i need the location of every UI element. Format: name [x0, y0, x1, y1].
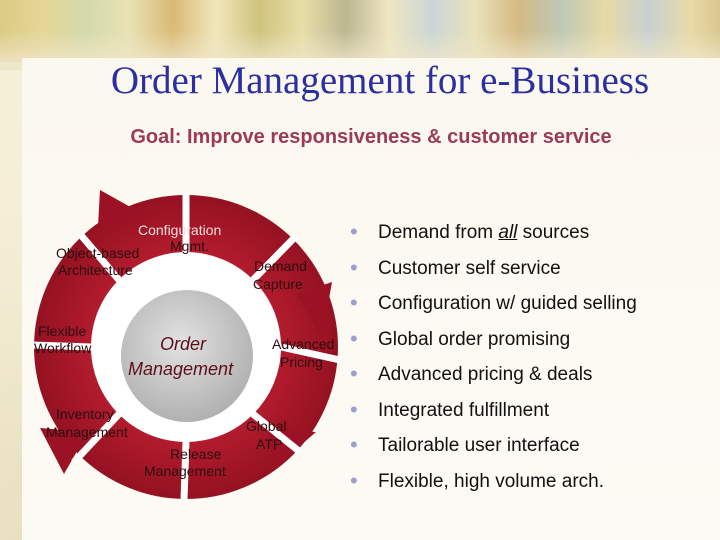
- label-release-1: Release: [170, 446, 222, 462]
- label-inventory-1: Inventory: [56, 406, 114, 422]
- label-release-2: Management: [144, 463, 226, 479]
- bullet-item: • Customer self service: [350, 254, 720, 294]
- label-global-atp-1: Global: [246, 418, 287, 434]
- slide-title: Order Management for e-Business: [110, 59, 650, 102]
- label-demand-capture-2: Capture: [253, 276, 303, 292]
- bullet-text: Global order promising: [378, 328, 571, 350]
- bullet-dot: •: [350, 325, 358, 351]
- label-object-based-1: Object-based: [56, 245, 140, 261]
- bullet-item: • Tailorable user interface: [350, 432, 720, 471]
- bullet-item: • Advanced pricing & deals: [350, 361, 720, 400]
- order-management-cycle-diagram: Configuration Mgmt. Object-based Archite…: [0, 170, 360, 501]
- bullet-dot: •: [350, 219, 358, 244]
- bullet-item: • Flexible, high volume arch.: [350, 467, 720, 507]
- label-global-atp-2: ATP: [256, 436, 283, 452]
- hub-label-1: Order: [160, 334, 207, 354]
- label-inventory-2: Management: [46, 424, 128, 440]
- bullet-item: • Integrated fulfillment: [350, 396, 720, 436]
- bullet-dot: •: [350, 396, 358, 422]
- label-advanced-pricing-1: Advanced: [272, 336, 335, 352]
- bullet-text: Customer self service: [378, 257, 561, 279]
- bullet-dot: •: [350, 432, 358, 457]
- arrow-head-bottom-left: [40, 428, 88, 474]
- label-demand-capture-1: Demand: [254, 258, 307, 274]
- bullet-text: Configuration w/ guided selling: [378, 293, 637, 314]
- bullet-dot: •: [350, 361, 358, 386]
- bullet-dot: •: [350, 254, 358, 280]
- hub-circle: [121, 290, 253, 422]
- bullet-item: • Configuration w/ guided selling: [350, 290, 720, 329]
- bullet-dot: •: [350, 467, 358, 493]
- label-configuration-1: Configuration: [138, 222, 222, 238]
- bullet-text-pre: Demand from: [378, 222, 499, 243]
- label-configuration-2: Mgmt.: [170, 238, 209, 254]
- label-object-based-2: Architecture: [58, 262, 133, 278]
- bullet-text-emphasis: all: [498, 222, 518, 243]
- bullet-dot: •: [350, 290, 358, 315]
- arrow-head-right: [296, 282, 332, 338]
- slide-subtitle: Goal: Improve responsiveness & customer …: [130, 126, 612, 148]
- arrow-head-top: [98, 190, 150, 226]
- bullet-text: Advanced pricing & deals: [378, 364, 593, 385]
- bullet-item: • Demand from all sources: [350, 219, 720, 258]
- bullet-text: Integrated fulfillment: [378, 399, 550, 421]
- ring-separators: [31, 192, 341, 501]
- bullet-text: Flexible, high volume arch.: [378, 470, 604, 492]
- hub-label-2: Management: [128, 359, 234, 379]
- feature-bullet-list: • Demand from all sources • Customer self …: [350, 219, 720, 507]
- label-flexible-workflow-1: Flexible: [38, 323, 87, 339]
- bullet-text-post: sources: [517, 222, 590, 243]
- bullet-text: Tailorable user interface: [378, 435, 580, 456]
- label-flexible-workflow-2: Workflow: [34, 340, 92, 356]
- cycle-ring: [31, 190, 341, 501]
- label-advanced-pricing-2: Pricing: [280, 354, 323, 370]
- bullet-item: • Global order promising: [350, 325, 720, 365]
